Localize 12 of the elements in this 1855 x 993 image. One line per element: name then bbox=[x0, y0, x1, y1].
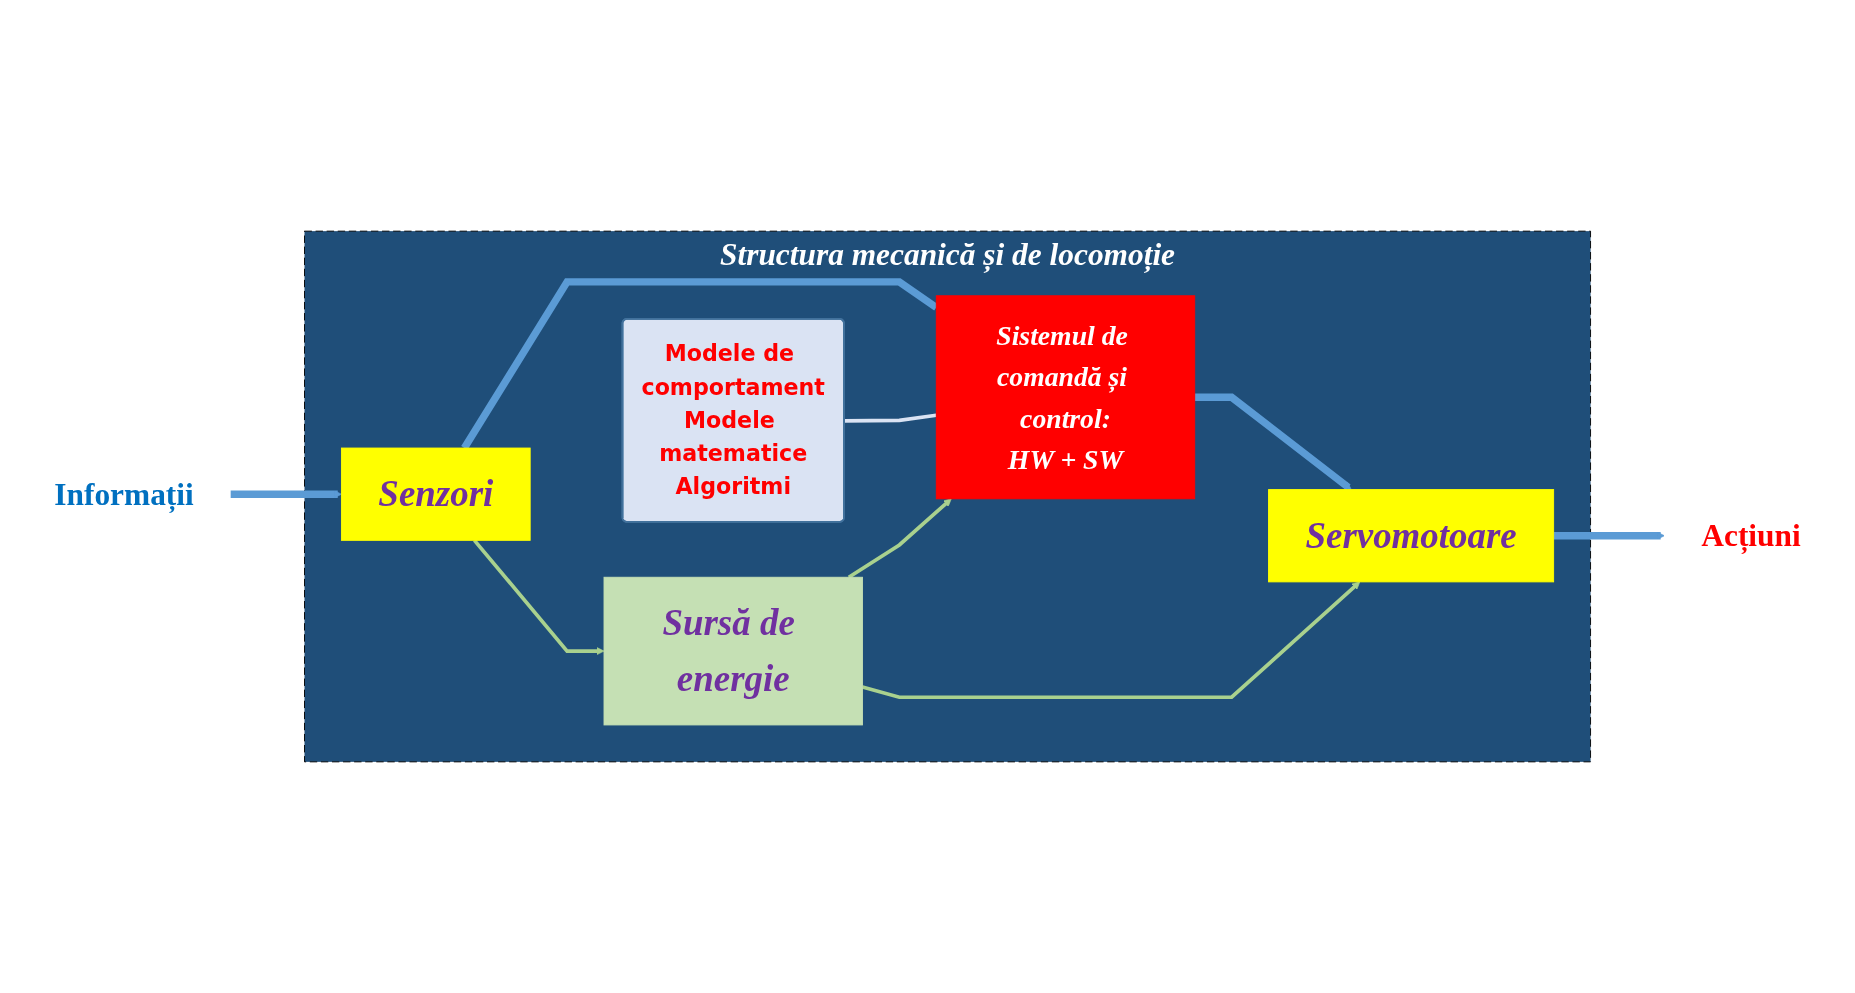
arrow bbox=[1194, 393, 1352, 491]
node-box: Sistemul de comandă și control: HW + SW bbox=[935, 295, 1196, 500]
connector bbox=[844, 413, 937, 423]
node-box: Sursă de energie bbox=[603, 576, 863, 726]
node-text: Informații bbox=[54, 477, 194, 512]
node-box: Senzori bbox=[340, 447, 531, 541]
arrow bbox=[847, 498, 952, 579]
arrow bbox=[1553, 531, 1665, 540]
node-box: Servomotoare bbox=[1268, 489, 1555, 583]
node-text: Acțiuni bbox=[1701, 518, 1801, 553]
arrow bbox=[473, 539, 605, 656]
arrow bbox=[861, 581, 1361, 700]
